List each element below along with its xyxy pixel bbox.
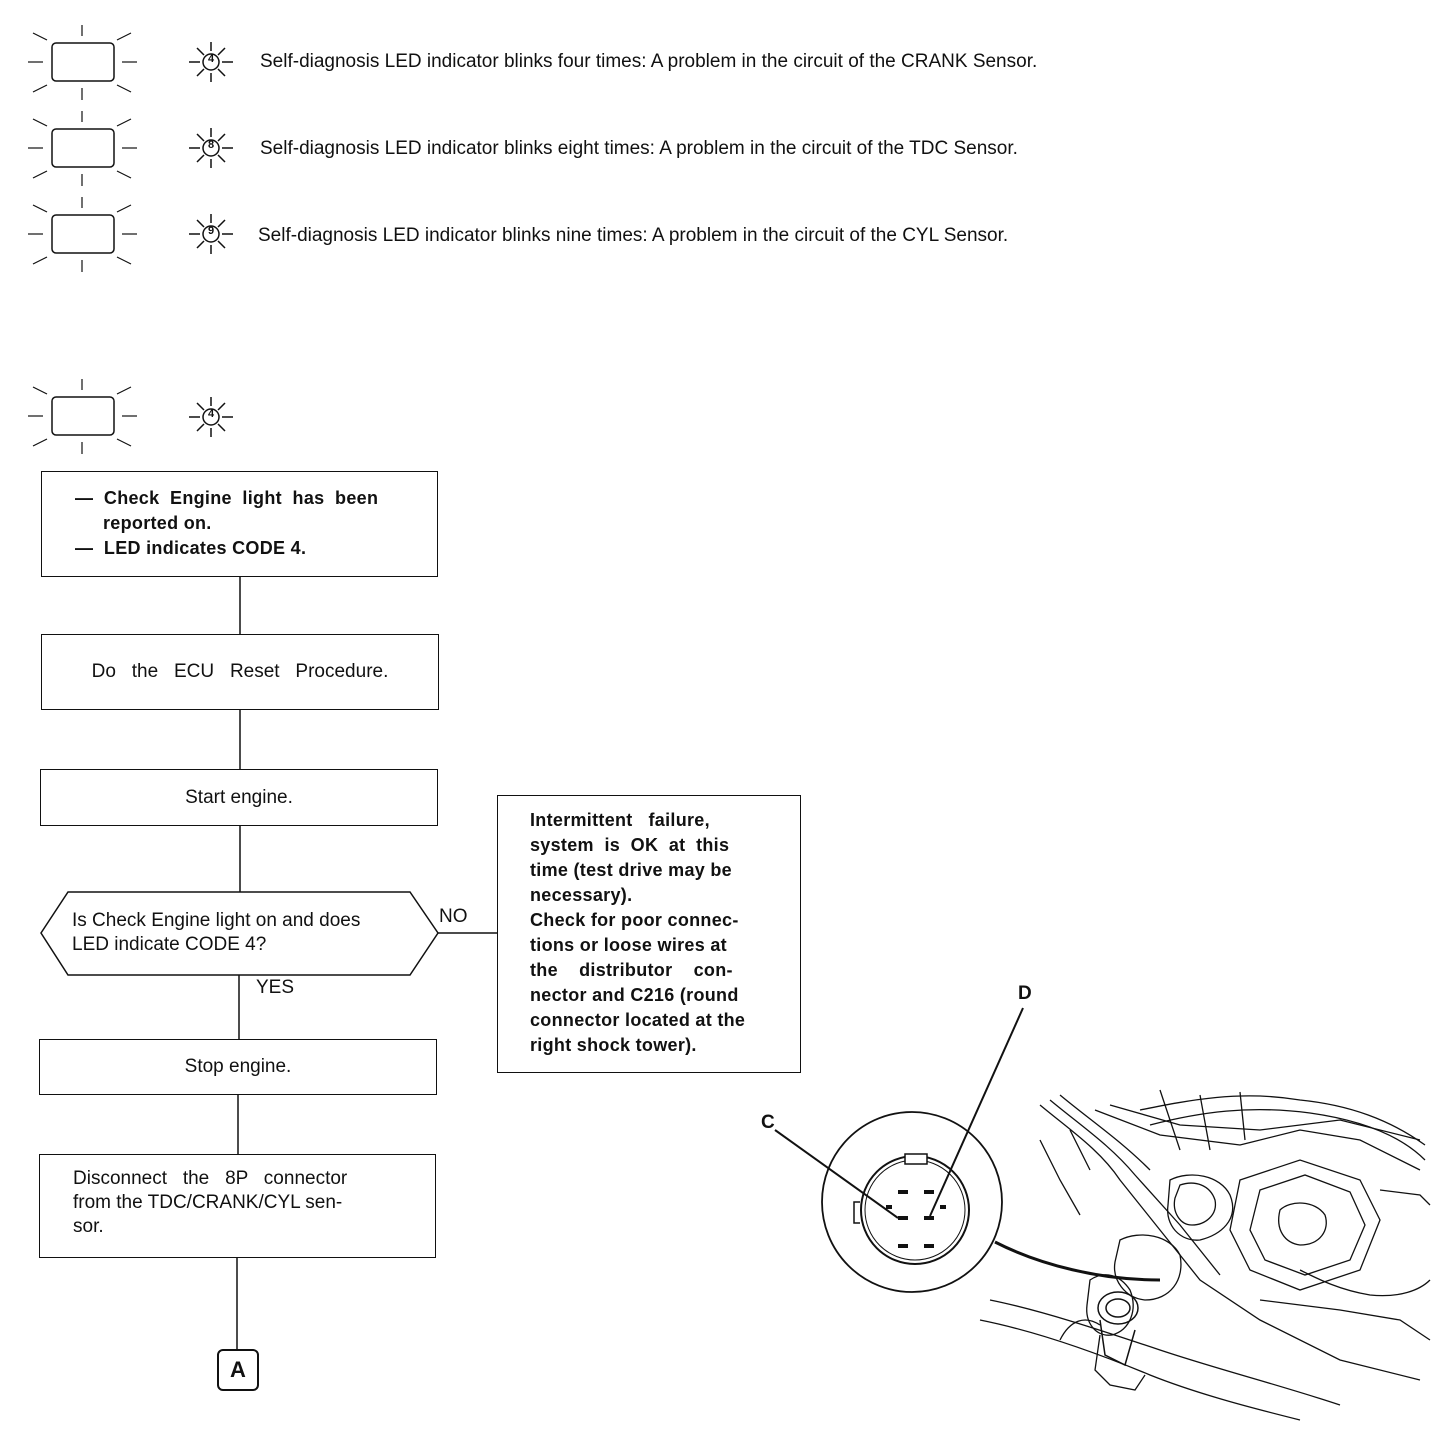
label-c: C	[761, 1112, 775, 1133]
blink-count-icon: 4	[185, 395, 237, 439]
blink-count: 9	[207, 225, 215, 237]
blink-count-icon: 9	[185, 212, 237, 256]
yes-label: YES	[256, 977, 295, 998]
flow-no-outcome: Intermittent failure, system is OK at th…	[497, 795, 801, 1073]
code-description: Self-diagnosis LED indicator blinks nine…	[258, 225, 1009, 246]
led-blink-icon	[25, 378, 140, 458]
flow-step-start-engine: Start engine.	[40, 769, 438, 826]
code-description: Self-diagnosis LED indicator blinks eigh…	[260, 138, 1018, 159]
led-blink-icon	[25, 110, 140, 190]
no-label: NO	[439, 906, 468, 927]
code-description: Self-diagnosis LED indicator blinks four…	[260, 51, 1038, 72]
flow-step-stop-engine: Stop engine.	[39, 1039, 437, 1095]
label-d: D	[1018, 983, 1032, 1004]
blink-count-icon: 4	[185, 40, 237, 84]
blink-count: 8	[207, 139, 215, 151]
blink-count: 4	[207, 408, 215, 420]
led-blink-icon	[25, 24, 140, 104]
flow-step-ecu-reset: Do the ECU Reset Procedure.	[41, 634, 439, 710]
blink-count: 4	[207, 53, 215, 65]
led-blink-icon	[25, 196, 140, 276]
decision-question: Is Check Engine light on and does LED in…	[72, 910, 361, 955]
blink-count-icon: 8	[185, 126, 237, 170]
flow-step-check-engine: — Check Engine light has been reported o…	[41, 471, 438, 577]
connector-ref-a: A	[217, 1349, 259, 1391]
connector-illustration: C D	[740, 980, 1431, 1425]
flow-step-disconnect: Disconnect the 8P connector from the TDC…	[39, 1154, 436, 1258]
